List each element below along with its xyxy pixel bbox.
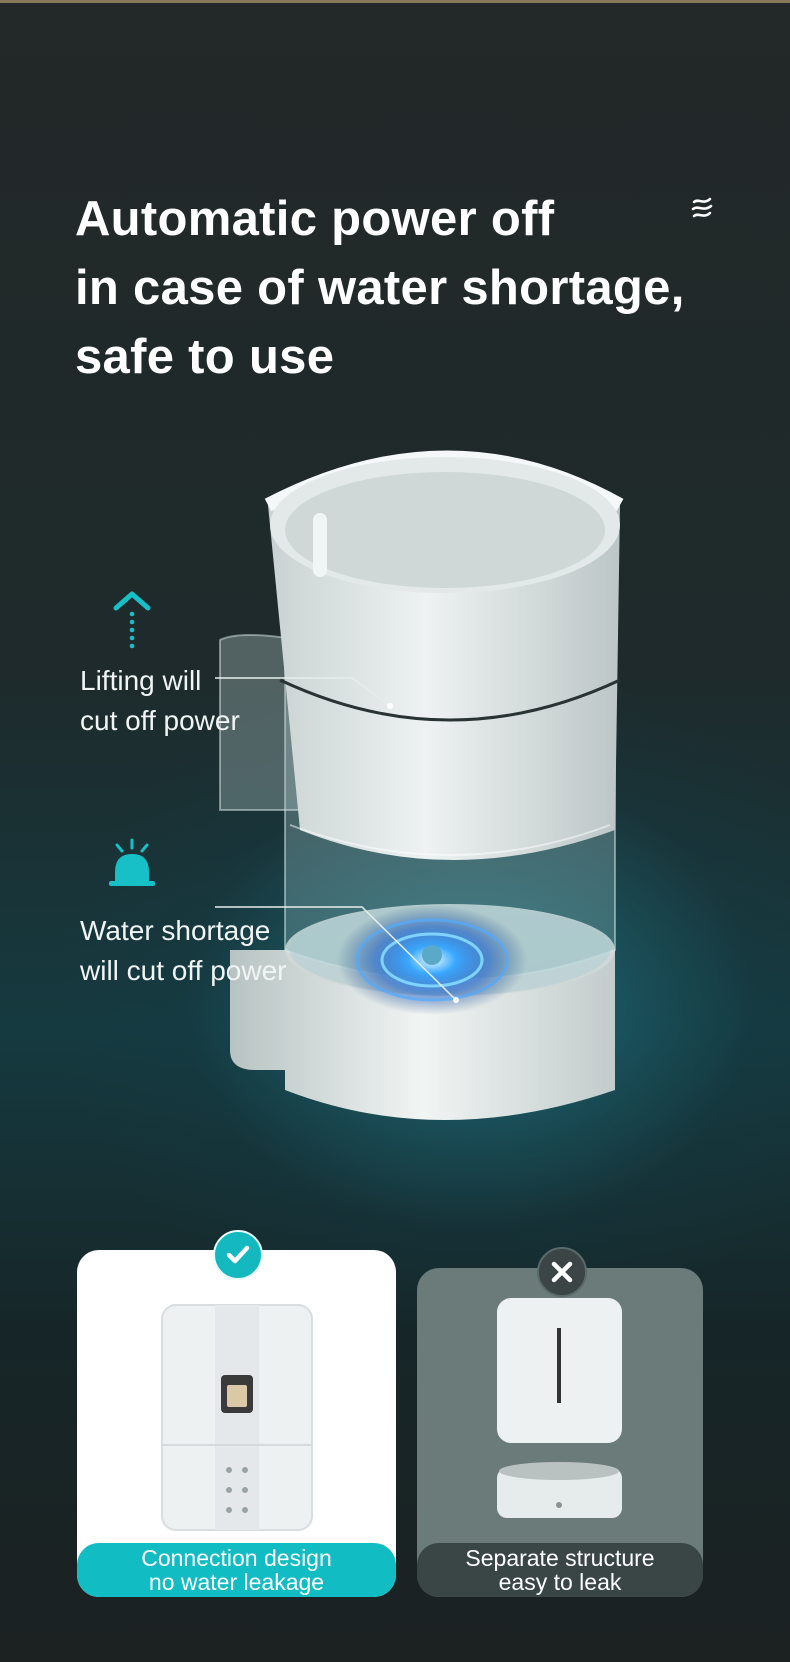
card-good-caption-line-2: no water leakage	[148, 1569, 325, 1595]
label-lifting-line-2: cut off power	[80, 705, 240, 736]
card-connection-design: Connection design no water leakage	[77, 1250, 396, 1597]
card-bad-caption-line-1: Separate structure	[465, 1545, 655, 1571]
humidifier-cutaway-illustration	[219, 450, 624, 1120]
headline-line-3: safe to use	[75, 330, 335, 384]
card-good-caption-line-1: Connection design	[141, 1545, 332, 1571]
label-water-shortage: Water shortage will cut off power	[80, 911, 286, 991]
headline-line-1: Automatic power off	[75, 192, 555, 246]
up-arrow-icon	[113, 591, 151, 649]
card-separate-caption: Separate structure easy to leak	[417, 1543, 703, 1597]
card-bad-caption-line-2: easy to leak	[498, 1569, 622, 1595]
brand-wave-icon	[691, 197, 713, 218]
label-lifting-line-1: Lifting will	[80, 665, 202, 696]
separate-humidifier-image	[497, 1298, 622, 1518]
card-separate-structure: Separate structure easy to leak	[417, 1268, 703, 1597]
integrated-humidifier-image	[161, 1304, 313, 1531]
label-water-line-2: will cut off power	[80, 955, 287, 986]
headline-line-2: in case of water shortage,	[75, 261, 685, 315]
top-strip	[0, 0, 790, 3]
label-lifting: Lifting will cut off power	[80, 661, 240, 741]
x-icon	[551, 1261, 573, 1283]
headline: Automatic power off in case of water sho…	[75, 185, 735, 392]
label-water-line-1: Water shortage	[80, 915, 271, 946]
alarm-bell-icon	[109, 838, 155, 886]
x-badge	[537, 1247, 587, 1297]
check-badge	[213, 1230, 263, 1280]
check-icon	[226, 1245, 250, 1264]
card-connection-caption: Connection design no water leakage	[77, 1543, 396, 1597]
